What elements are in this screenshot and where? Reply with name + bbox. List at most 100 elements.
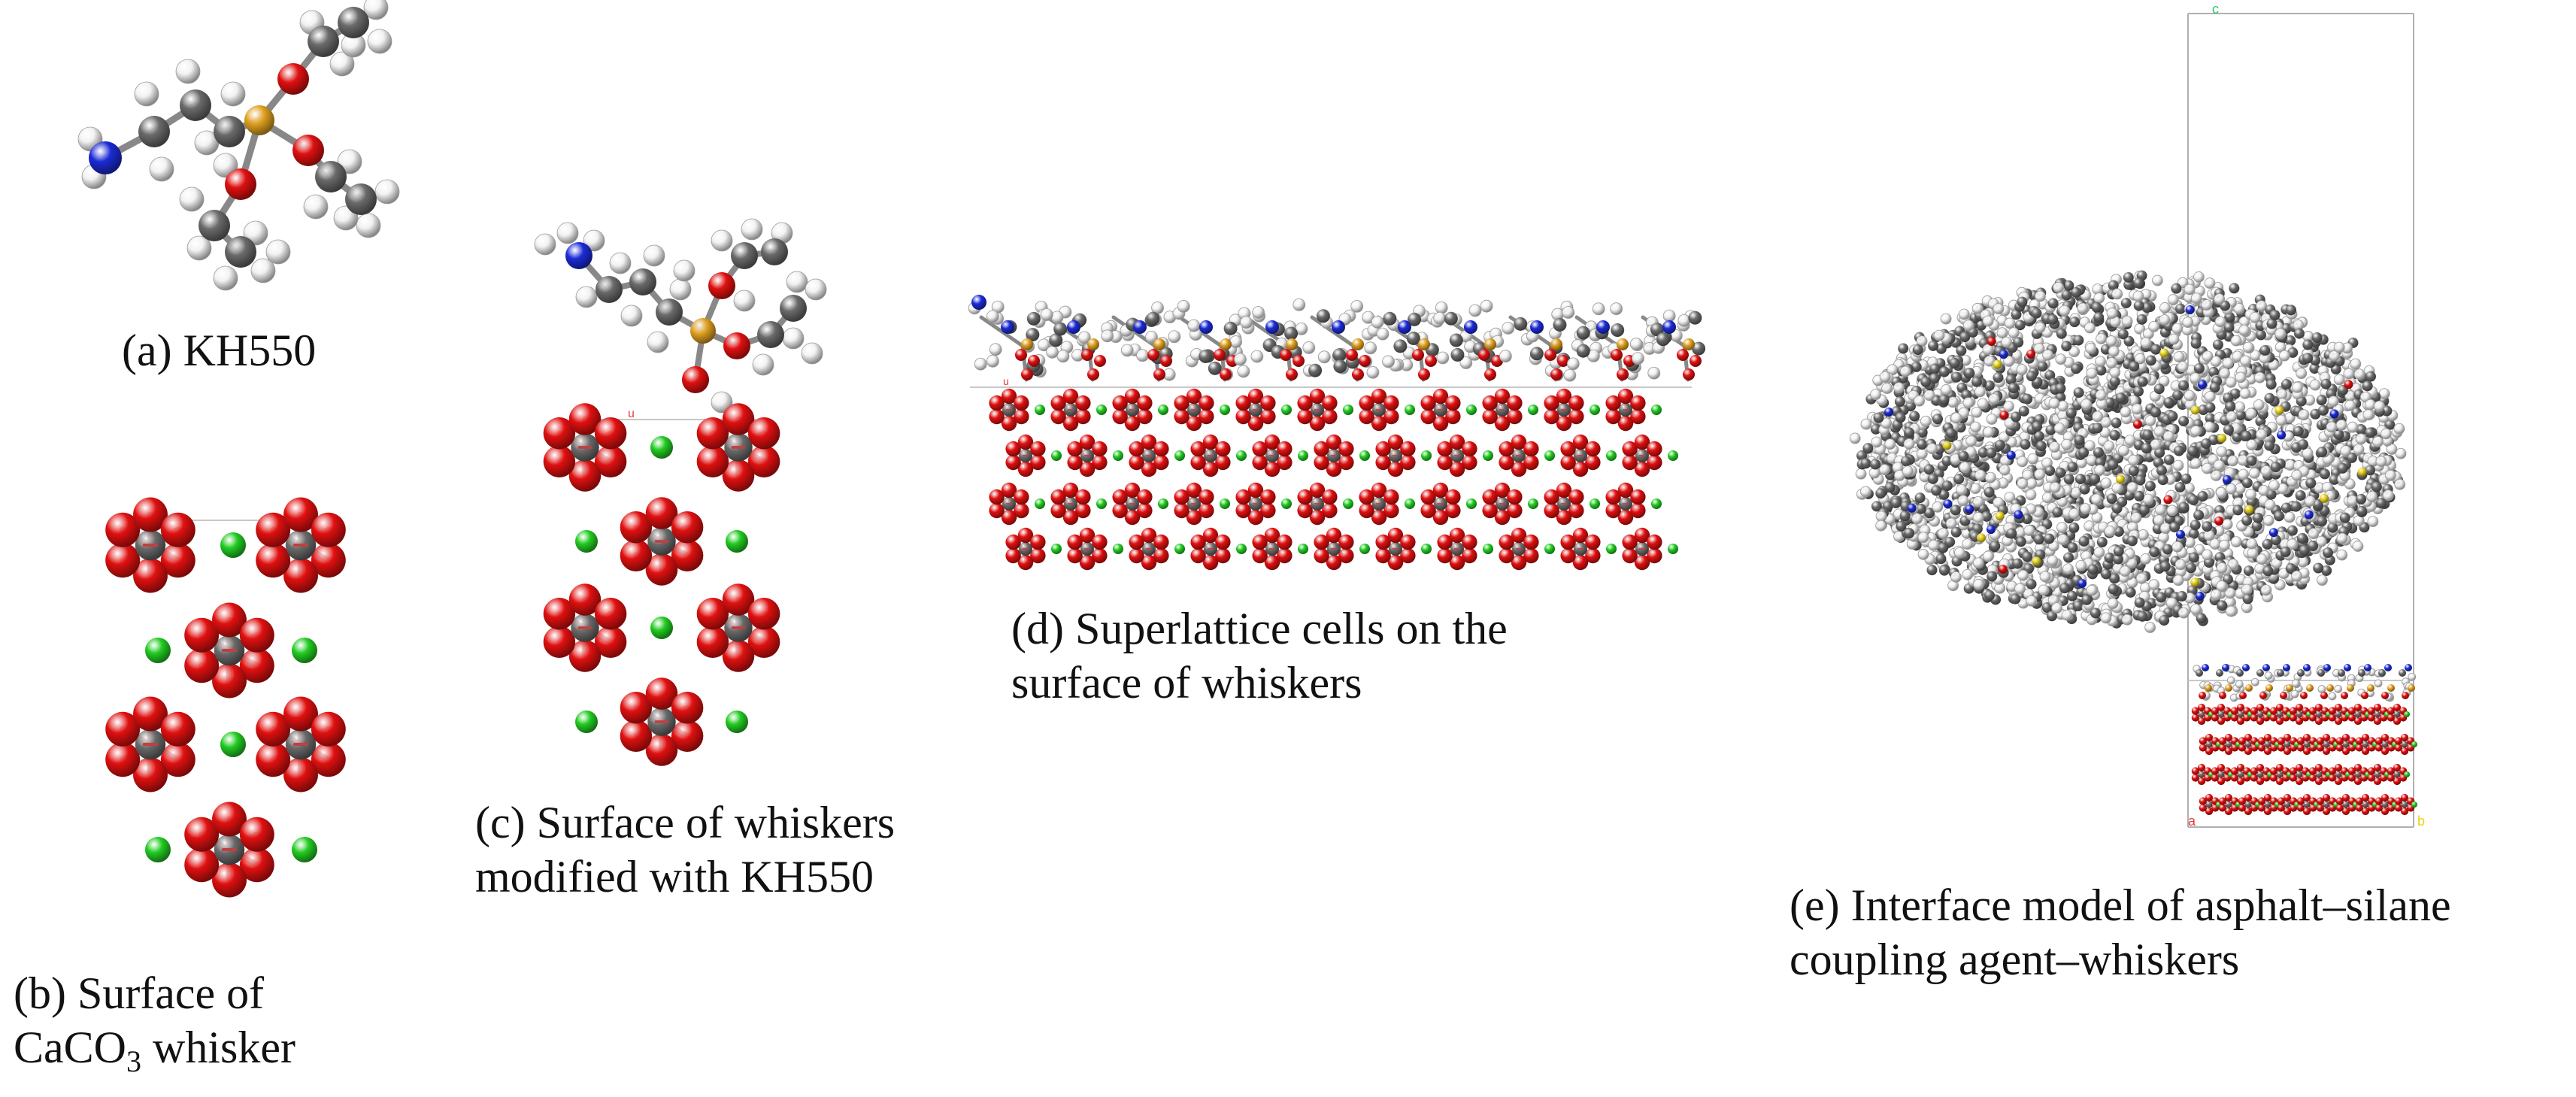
oxygen-atom <box>1445 408 1461 425</box>
oxygen-atom <box>1215 454 1231 471</box>
carbon-atom <box>1981 511 1993 522</box>
oxygen-atom <box>2224 733 2233 742</box>
carbon-atom <box>1927 473 1938 484</box>
oxygen-atom <box>184 648 220 683</box>
oxygen-atom <box>1247 388 1264 405</box>
oxygen-atom <box>1297 502 1313 519</box>
hydrogen-atom <box>2172 574 2184 586</box>
oxygen-atom <box>1264 527 1280 544</box>
caption-b: (b) Surface of CaCO3 whisker <box>14 966 295 1077</box>
hydrogen-atom <box>1120 344 1134 357</box>
oxygen-atom <box>2238 744 2246 752</box>
oxygen-atom <box>2335 797 2344 805</box>
oxygen-atom <box>1494 482 1511 498</box>
hydrogen-atom <box>2226 411 2238 423</box>
oxygen-atom <box>277 63 309 95</box>
oxygen-atom <box>2199 692 2206 699</box>
oxygen-atom <box>2295 777 2304 786</box>
carbon-atom <box>2096 536 2108 547</box>
carbon-atom <box>180 89 211 121</box>
carbon-atom <box>1688 311 1702 325</box>
nitrogen-atom <box>1662 320 1676 334</box>
carbon-atom <box>2216 669 2223 677</box>
carbon-atom <box>2137 376 2148 387</box>
oxygen-atom <box>2230 774 2238 782</box>
calcium-atom <box>1236 450 1247 461</box>
hydrogen-atom <box>2062 563 2074 575</box>
oxygen-atom <box>1147 349 1159 361</box>
oxygen-atom <box>1449 527 1465 544</box>
oxygen-atom <box>184 847 220 883</box>
hydrogen-atom <box>1911 513 1923 525</box>
oxygen-atom <box>1482 489 1498 505</box>
oxygen-atom <box>1544 349 1556 361</box>
carbon-atom <box>1935 553 1947 565</box>
oxygen-atom <box>1186 415 1202 432</box>
oxygen-atom <box>1079 527 1096 544</box>
oxygen-atom <box>283 558 318 593</box>
oxygen-atom <box>1560 534 1576 550</box>
hydrogen-atom <box>186 235 212 261</box>
oxygen-atom <box>1346 349 1358 361</box>
oxygen-atom <box>1014 395 1029 411</box>
oxygen-atom <box>1112 502 1128 519</box>
calcium-atom <box>1236 544 1247 554</box>
oxygen-atom <box>1634 527 1650 544</box>
hydrogen-atom <box>2245 408 2257 420</box>
hydrogen-atom <box>1677 314 1691 327</box>
oxygen-atom <box>1014 489 1029 505</box>
oxygen-atom <box>239 617 274 653</box>
oxygen-atom <box>2302 807 2311 816</box>
oxygen-atom <box>1338 441 1354 457</box>
hydrogen-atom <box>2107 598 2119 610</box>
oxygen-atom <box>1001 482 1017 498</box>
carbon-atom <box>1993 372 2004 383</box>
oxygen-atom <box>594 417 627 450</box>
carbon-atom <box>2150 407 2162 418</box>
hydrogen-atom <box>2162 430 2174 442</box>
oxygen-atom <box>2334 717 2343 726</box>
oxygen-atom <box>1174 502 1190 519</box>
carbon-atom <box>1875 488 1887 499</box>
oxygen-atom <box>1383 395 1399 411</box>
oxygen-atom <box>1634 434 1650 450</box>
oxygen-atom <box>311 543 346 578</box>
carbon-atom <box>1900 456 1911 467</box>
carbon-atom <box>2299 545 2310 556</box>
hydrogen-atom <box>1972 495 1984 508</box>
carbon-atom <box>2163 607 2174 618</box>
carbon-atom <box>1890 498 1902 509</box>
oxygen-atom <box>2302 747 2311 756</box>
hydrogen-atom <box>752 353 774 376</box>
carbon-atom <box>1856 450 1868 462</box>
oxygen-atom <box>2320 692 2328 699</box>
calcium-atom <box>1174 544 1185 554</box>
hydrogen-atom <box>2051 602 2063 614</box>
calcium-atom <box>1590 498 1600 509</box>
hydrogen-atom <box>2017 456 2029 468</box>
oxygen-atom <box>2238 804 2246 812</box>
hydrogen-atom <box>2246 538 2258 550</box>
oxygen-atom <box>1544 502 1559 519</box>
oxygen-atom <box>989 502 1005 519</box>
oxygen-atom <box>2275 703 2284 712</box>
hydrogen-atom <box>2393 423 2405 435</box>
hydrogen-atom <box>2090 493 2102 505</box>
oxygen-atom <box>2394 737 2402 745</box>
hydrogen-atom <box>1893 382 1905 394</box>
carbon-atom <box>2212 339 2223 350</box>
calcium-atom <box>2404 711 2410 717</box>
hydrogen-atom <box>2216 580 2227 592</box>
oxygen-atom <box>1260 489 1276 505</box>
oxygen-atom <box>2314 703 2323 712</box>
oxygen-atom <box>1017 527 1034 544</box>
oxygen-atom <box>1523 534 1539 550</box>
oxygen-atom <box>1462 547 1477 564</box>
oxygen-atom <box>1079 554 1096 571</box>
oxygen-atom <box>2250 707 2258 715</box>
oxygen-atom <box>1199 395 1214 411</box>
carbon-atom <box>2287 525 2298 536</box>
oxygen-atom <box>1387 554 1404 571</box>
hydrogen-atom <box>1433 311 1447 325</box>
silicon-atom <box>1021 338 1033 350</box>
